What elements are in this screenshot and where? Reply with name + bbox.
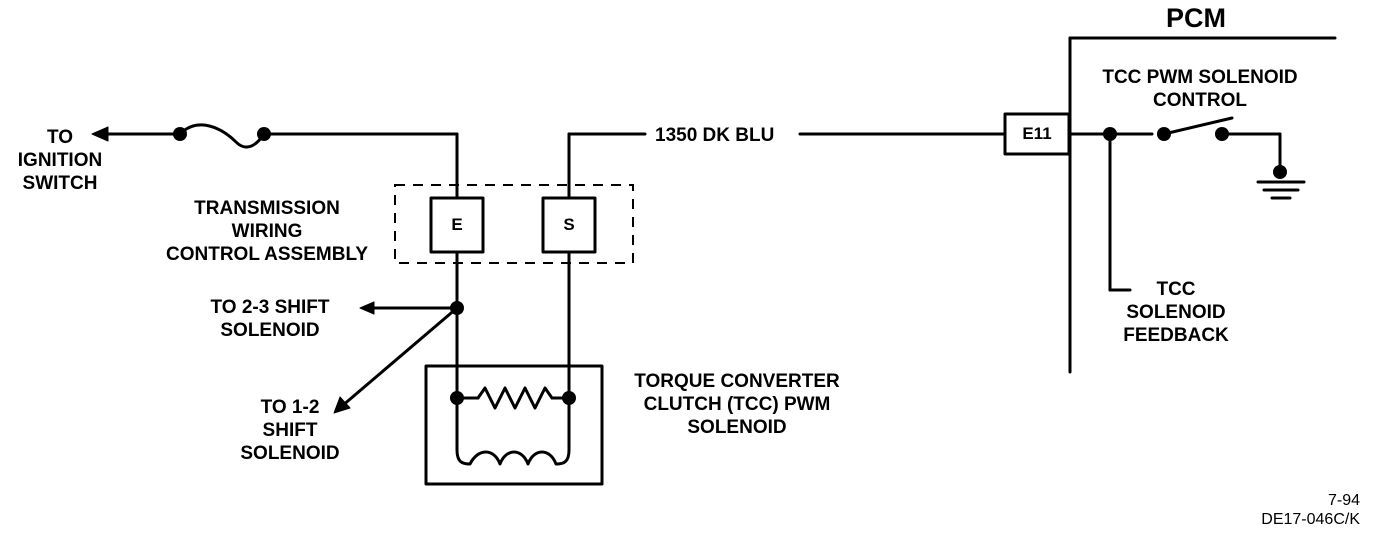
to-23-line: TO 2-3 SHIFT <box>210 297 330 318</box>
tcc-feedback-label: TCC SOLENOID FEEDBACK <box>1108 278 1244 347</box>
assembly-line: TRANSMISSION <box>194 198 340 219</box>
ref-code: DE17-046C/K <box>1261 511 1360 528</box>
tcc-feedback-line: FEEDBACK <box>1123 325 1229 346</box>
switch-contact-dot <box>1215 127 1229 141</box>
tcc-pwm-control-line: TCC PWM SOLENOID <box>1102 67 1298 88</box>
fuse-terminal-dot <box>173 127 187 141</box>
connector-e11-label: E11 <box>1022 124 1052 143</box>
tcc-solenoid-box <box>424 364 604 486</box>
switch-contact-dot <box>1157 127 1171 141</box>
wire-label: 1350 DK BLU <box>655 125 775 146</box>
to-23-line: SOLENOID <box>220 320 320 341</box>
pin-e-label: E <box>451 215 463 234</box>
fuse-terminal-dot <box>257 127 271 141</box>
tcc-solenoid-line: CLUTCH (TCC) PWM <box>643 394 831 415</box>
resistor-icon <box>476 386 554 410</box>
solenoid-terminal-dot <box>450 391 464 405</box>
tcc-feedback-line: SOLENOID <box>1126 302 1226 323</box>
feedback-junction-dot <box>1103 127 1117 141</box>
to-12-line: TO 1-2 <box>260 397 320 418</box>
splice-dot <box>450 301 464 315</box>
assembly-label: TRANSMISSION WIRING CONTROL ASSEMBLY <box>146 197 388 266</box>
tcc-solenoid-line: SOLENOID <box>687 417 787 438</box>
tcc-pwm-control-label: TCC PWM SOLENOID CONTROL <box>1070 66 1330 112</box>
coil-icon <box>455 396 571 466</box>
pin-s-label: S <box>563 215 575 234</box>
assembly-boundary <box>394 184 634 264</box>
to-ignition-line: SWITCH <box>22 173 98 194</box>
ground-dot <box>1273 165 1287 179</box>
to-23-label: TO 2-3 SHIFT SOLENOID <box>196 296 344 342</box>
assembly-line: WIRING <box>231 221 303 242</box>
arrow-left-icon <box>359 301 375 315</box>
arrow-down-left-icon <box>333 396 351 414</box>
tcc-solenoid-line: TORQUE CONVERTER <box>634 371 840 392</box>
arrow-left-icon <box>91 126 109 142</box>
to-12-label: TO 1-2 SHIFT SOLENOID <box>220 396 360 465</box>
to-ignition-line: TO <box>46 127 74 148</box>
to-12-line: SHIFT <box>262 420 318 441</box>
switch-blade-icon <box>1162 116 1234 136</box>
to-12-wire <box>340 306 459 408</box>
to-12-line: SOLENOID <box>240 443 340 464</box>
tcc-feedback-line: TCC <box>1156 279 1196 300</box>
tcc-solenoid-label: TORQUE CONVERTER CLUTCH (TCC) PWM SOLENO… <box>612 370 862 439</box>
ref-date: 7-94 <box>1327 492 1360 509</box>
fuse-icon <box>178 123 266 149</box>
to-ignition-label: TO IGNITION SWITCH <box>8 126 112 195</box>
solenoid-terminal-dot <box>562 391 576 405</box>
to-ignition-line: IGNITION <box>17 150 103 171</box>
tcc-pwm-control-line: CONTROL <box>1153 90 1247 111</box>
pcm-label: PCM <box>1166 3 1226 33</box>
assembly-line: CONTROL ASSEMBLY <box>166 244 368 265</box>
